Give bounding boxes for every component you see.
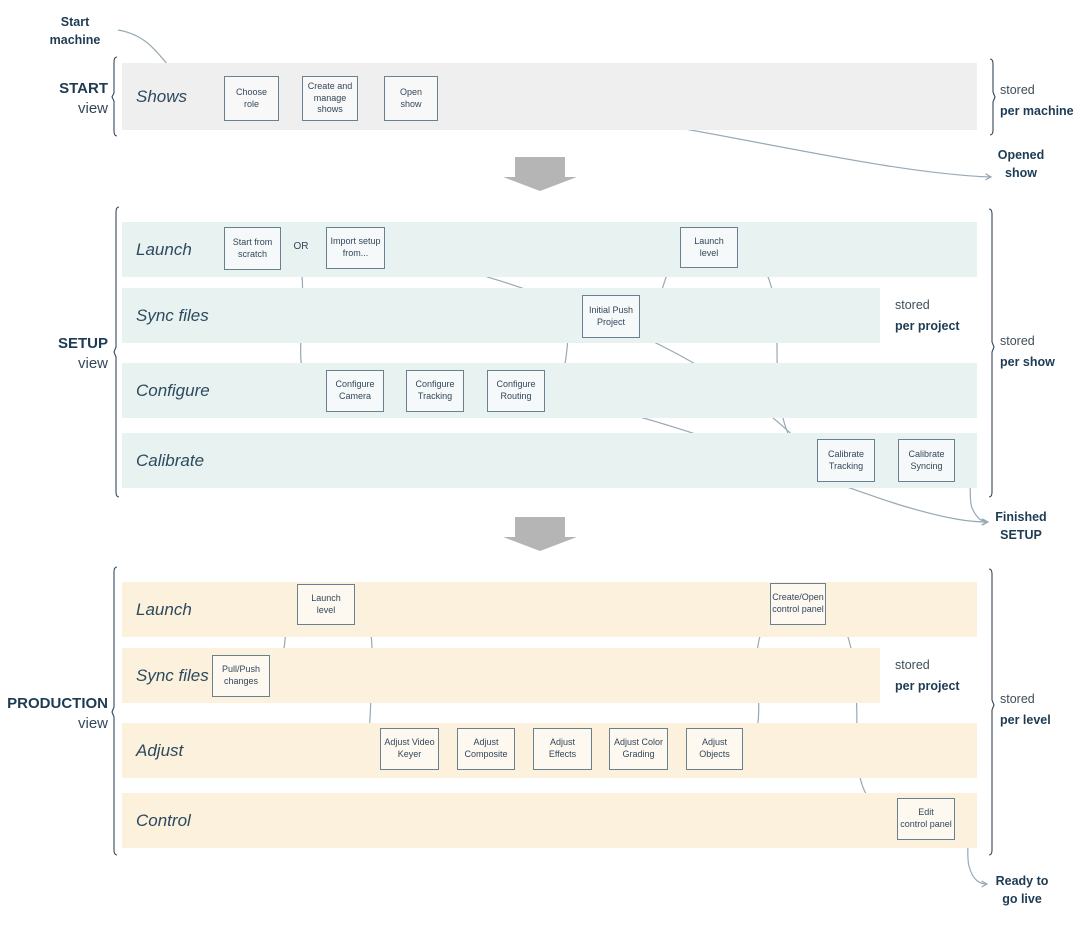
section-subtitle-setup: view [77,354,108,372]
band-label-syncfiles-prod: Sync files [136,665,209,685]
node-configure-tracking: Configure Tracking [406,370,464,412]
stored-per-project-prod-bold: per project [895,679,960,694]
node-import-setup: Import setup from... [326,227,385,269]
band-label-adjust: Adjust [136,740,184,760]
stored-per-machine: stored per machine [1000,80,1074,123]
label-opened-show: Opened show [997,148,1045,181]
stored-per-machine-pre: stored [1000,83,1035,97]
bracket-production-left [111,566,118,856]
stored-per-project-prod-pre: stored [895,658,930,672]
node-open-show: Open show [384,76,438,121]
stored-per-show: stored per show [1000,331,1055,374]
band-label-shows: Shows [136,86,188,106]
band-label-launch-prod: Launch [136,599,192,619]
bracket-start-right [989,58,996,136]
stored-per-project-setup: stored per project [895,295,960,338]
bracket-setup-right [988,208,995,498]
band-syncfiles-setup: Sync files [122,288,880,343]
section-label-setup: SETUP view [4,334,108,373]
node-calibrate-tracking: Calibrate Tracking [817,439,875,482]
node-launch-level-setup: Launch level [680,227,738,268]
stored-per-project-setup-pre: stored [895,298,930,312]
stored-per-project-prod: stored per project [895,655,960,698]
node-adjust-effects: Adjust Effects [533,728,592,770]
node-choose-role: Choose role [224,76,279,121]
stored-per-show-pre: stored [1000,334,1035,348]
section-title-production: PRODUCTION [7,695,108,712]
section-subtitle-start: view [77,99,108,117]
stored-per-machine-bold: per machine [1000,104,1074,119]
band-label-control: Control [136,810,191,830]
node-adjust-color-grading: Adjust Color Grading [609,728,668,770]
band-configure: Configure [122,363,977,418]
section-subtitle-production: view [77,714,108,732]
stored-per-show-bold: per show [1000,355,1055,370]
divider-arrow-start-setup [503,157,577,191]
stored-per-level: stored per level [1000,689,1051,732]
section-label-start: START view [4,79,108,118]
band-label-launch-setup: Launch [136,239,192,259]
band-label-configure: Configure [136,380,210,400]
stored-per-level-bold: per level [1000,713,1051,728]
stored-per-level-pre: stored [1000,692,1035,706]
divider-arrow-setup-production [503,517,577,551]
band-control: Control [122,793,977,848]
node-adjust-video-keyer: Adjust Video Keyer [380,728,439,770]
node-edit-control-panel: Edit control panel [897,798,955,840]
node-pull-push-changes: Pull/Push changes [212,655,270,697]
node-create-open-panel: Create/Open control panel [770,583,826,625]
node-calibrate-syncing: Calibrate Syncing [898,439,955,482]
node-start-from-scratch: Start from scratch [224,227,281,270]
stored-per-project-setup-bold: per project [895,319,960,334]
section-title-setup: SETUP [57,335,108,352]
bracket-setup-left [113,206,120,498]
node-create-manage-shows: Create and manage shows [302,76,358,121]
label-finished-setup: Finished SETUP [995,510,1047,543]
label-ready-go-live: Ready to go live [995,874,1049,907]
label-start-machine: Start machine [49,15,101,48]
node-initial-push: Initial Push Project [582,295,640,338]
node-launch-level-prod: Launch level [297,584,355,625]
node-configure-camera: Configure Camera [326,370,384,412]
node-adjust-composite: Adjust Composite [457,728,515,770]
node-adjust-objects: Adjust Objects [686,728,743,770]
section-title-start: START [59,80,108,97]
node-configure-routing: Configure Routing [487,370,545,412]
bracket-production-right [988,568,995,856]
or-connector-label: OR [293,241,309,252]
band-label-syncfiles-setup: Sync files [136,305,209,325]
band-launch-prod: Launch [122,582,977,637]
band-label-calibrate: Calibrate [136,450,205,470]
section-label-production: PRODUCTION view [4,694,108,733]
bracket-start-left [111,56,118,137]
